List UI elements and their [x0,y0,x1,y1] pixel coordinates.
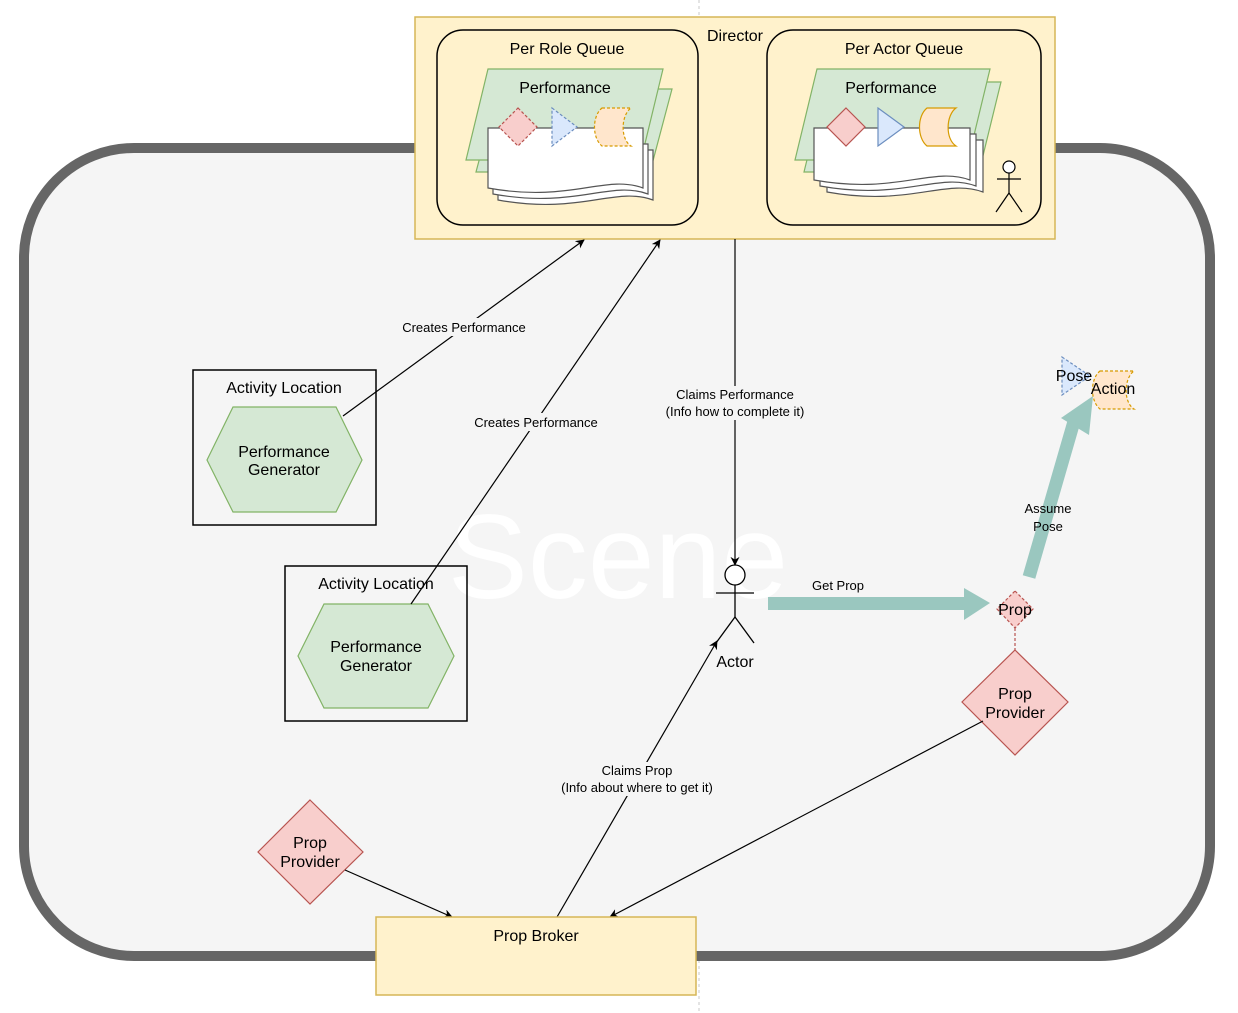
activity-location-label: Activity Location [226,380,342,397]
actor[interactable] [715,564,755,644]
prop-diamond[interactable] [996,590,1034,629]
edge-label-bg [658,386,813,420]
action-shape[interactable] [1091,370,1137,410]
performance-generator-label-line2: Generator [248,462,321,479]
prop-label: Prop [998,602,1032,619]
activity-location-2[interactable]: Performance Generator [284,565,468,722]
performance-label: Performance [519,80,611,97]
performance-generator-label-line1: Performance [330,639,422,656]
per-actor-queue-label: Per Actor Queue [845,41,963,58]
edge-label-creates-performance-1: Creates Performance [402,320,526,335]
director-label: Director [707,28,764,45]
prop-diamond-icon [826,107,866,147]
prop-provider-label-line2: Provider [280,854,340,871]
edge-label-assume-pose-line1: Assume [1025,501,1072,516]
action-label: Action [1091,381,1135,398]
prop-broker-label: Prop Broker [493,928,579,945]
pose-triangle-icon [551,106,578,148]
performance-generator-1[interactable] [206,406,363,513]
edge-label-claims-prop-line2: (Info about where to get it) [561,780,713,795]
activity-location-label: Activity Location [318,576,434,593]
prop-broker[interactable] [375,916,697,996]
edge-assume-pose[interactable] [1022,396,1093,579]
prop-provider-label-line2: Provider [985,705,1045,722]
edge-provider-left-to-broker[interactable] [344,869,453,918]
edge-label-claims-prop-line1: Claims Prop [602,763,673,778]
per-role-queue[interactable]: Per Role Queue Performance [436,29,699,226]
pose-label: Pose [1056,368,1093,385]
director[interactable]: Director Per Role Queue Performance Per … [414,16,1056,240]
edge-label-get-prop: Get Prop [812,578,864,593]
edge-label-bg [394,318,533,336]
prop-provider-label-line1: Prop [998,686,1032,703]
edge-label-assume-pose-line2: Pose [1033,519,1063,534]
edge-provider-right-to-broker[interactable] [609,720,984,918]
scene-watermark: Scene [448,490,788,624]
edge-label-bg [466,413,605,431]
edge-label-claims-performance-line2: (Info how to complete it) [666,404,805,419]
performance-generator-2[interactable] [297,603,455,709]
activity-location-1[interactable]: Activity Location Performance Generator [192,369,377,526]
performance-generator-label-line1: Performance [238,444,330,461]
small-actor-icon [995,160,1023,213]
pose-triangle[interactable] [1061,355,1092,397]
prop-provider-left[interactable] [257,799,364,905]
performance-label: Performance [845,80,937,97]
edge-label-bg [551,762,724,796]
action-shape-icon [593,107,634,147]
per-actor-queue[interactable]: Per Actor Queue Performance [766,29,1042,226]
prop-provider-label-line1: Prop [293,835,327,852]
prop-provider-right[interactable] [961,649,1069,756]
per-role-queue-label: Per Role Queue [510,41,625,58]
actor-label: Actor [716,654,754,671]
performance-generator-label-line2: Generator [340,658,413,675]
prop-diamond-icon [498,107,538,147]
document-stack [487,127,654,206]
edge-label-claims-performance-line1: Claims Performance [676,387,794,402]
edge-label-creates-performance-2: Creates Performance [474,415,598,430]
pose-triangle-icon [877,106,906,148]
edge-get-prop[interactable] [768,588,990,620]
action-shape-icon [918,107,959,147]
